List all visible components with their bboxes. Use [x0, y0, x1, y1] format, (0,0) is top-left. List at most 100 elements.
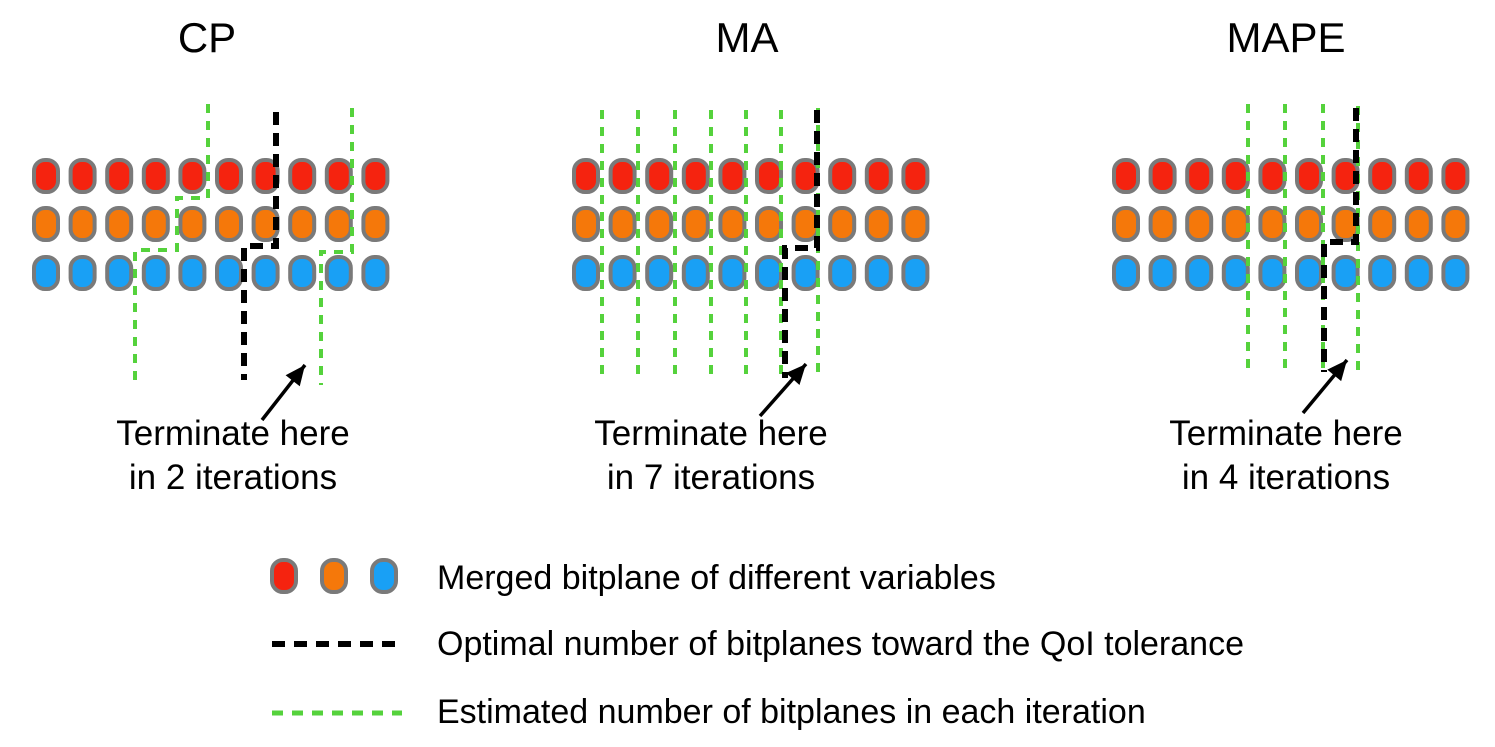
panel3-orange-bitplane-pill	[1221, 206, 1250, 242]
panel2-red-bitplane-pill	[901, 158, 930, 194]
panel2-blue-bitplane-pill	[572, 255, 600, 291]
panel2-red-bitplane-pill	[608, 158, 637, 194]
legend-merged-bitplane-label: Merged bitplane of different variables	[437, 559, 996, 597]
panel1-red-bitplane-pill	[215, 158, 243, 194]
panel2-blue-bitplane-pill	[718, 255, 747, 291]
panel3-orange-bitplane-pill	[1404, 206, 1433, 242]
panel1-orange-bitplane-pill	[32, 206, 60, 242]
panel1-red-bitplane-pill	[32, 158, 60, 194]
legend-blue-pill	[370, 558, 398, 594]
panel1-orange-bitplane-pill	[141, 206, 170, 242]
panel3-orange-bitplane-pill	[1258, 206, 1287, 242]
panel1-blue-bitplane-pill	[105, 255, 134, 291]
panel2-red-bitplane-pill	[828, 158, 857, 194]
panel3-blue-bitplane-pill	[1185, 255, 1214, 291]
panel2-blue-bitplane-pill	[864, 255, 893, 291]
panel2-orange-bitplane-pill	[901, 206, 930, 242]
ma-caption-line1: Terminate here	[594, 414, 828, 453]
panel2-red-bitplane-pill	[572, 158, 600, 194]
ma-panel-title: MA	[715, 14, 779, 61]
cp-caption: Terminate here in 2 iterations	[73, 412, 393, 500]
panel3-blue-bitplane-pill	[1295, 255, 1323, 291]
cp-optimal-line	[241, 112, 279, 380]
panel2-blue-bitplane-pill	[755, 255, 783, 291]
panel2-blue-bitplane-pill	[791, 255, 820, 291]
panel1-blue-bitplane-pill	[288, 255, 317, 291]
panel3-blue-bitplane-pill	[1148, 255, 1177, 291]
panel1-blue-bitplane-pill	[32, 255, 60, 291]
panel1-red-bitplane-pill	[324, 158, 353, 194]
panel2-orange-bitplane-pill	[828, 206, 857, 242]
panel1-blue-bitplane-pill	[215, 255, 243, 291]
panel3-red-bitplane-pill	[1258, 158, 1287, 194]
panel3-red-bitplane-pill	[1148, 158, 1177, 194]
ma-caption-line2: in 7 iterations	[606, 458, 816, 497]
ma-caption: Terminate here in 7 iterations	[551, 412, 871, 500]
mape-pointer-arrow-head	[1327, 360, 1347, 382]
panel1-orange-bitplane-pill	[178, 206, 207, 242]
panel3-blue-bitplane-pill	[1441, 255, 1470, 291]
legend-estimated-label: Estimated number of bitplanes in each it…	[437, 693, 1146, 731]
panel2-orange-bitplane-pill	[645, 206, 674, 242]
panel1-orange-bitplane-pill	[288, 206, 317, 242]
panel1-orange-bitplane-pill	[105, 206, 134, 242]
panel3-orange-bitplane-pill	[1368, 206, 1397, 242]
panel3-orange-bitplane-pill	[1148, 206, 1177, 242]
panel2-blue-bitplane-pill	[901, 255, 930, 291]
legend-red-pill	[270, 558, 298, 594]
cp-caption-line2: in 2 iterations	[128, 458, 338, 497]
panel1-blue-bitplane-pill	[68, 255, 97, 291]
cp-estimate-line-2	[319, 108, 354, 385]
legend-orange-pill	[320, 558, 348, 594]
panel2-orange-bitplane-pill	[718, 206, 747, 242]
panel1-red-bitplane-pill	[105, 158, 134, 194]
panel2-red-bitplane-pill	[864, 158, 893, 194]
panel3-blue-bitplane-pill	[1404, 255, 1433, 291]
panel1-red-bitplane-pill	[68, 158, 97, 194]
panel2-orange-bitplane-pill	[608, 206, 637, 242]
panel1-blue-bitplane-pill	[141, 255, 170, 291]
panel3-orange-bitplane-pill	[1295, 206, 1323, 242]
panel1-red-bitplane-pill	[141, 158, 170, 194]
panel1-red-bitplane-pill	[178, 158, 207, 194]
panel2-blue-bitplane-pill	[608, 255, 637, 291]
cp-caption-line1: Terminate here	[116, 414, 350, 453]
mape-optimal-line	[1321, 108, 1359, 372]
panel1-orange-bitplane-pill	[68, 206, 97, 242]
mape-panel-title: MAPE	[1226, 14, 1346, 61]
panel2-orange-bitplane-pill	[681, 206, 710, 242]
panel1-orange-bitplane-pill	[324, 206, 353, 242]
panel2-orange-bitplane-pill	[864, 206, 893, 242]
cp-estimate-line-1	[133, 104, 210, 380]
panel1-blue-bitplane-pill	[361, 255, 390, 291]
mape-caption: Terminate here in 4 iterations	[1126, 412, 1446, 500]
panel2-blue-bitplane-pill	[828, 255, 857, 291]
panel2-orange-bitplane-pill	[755, 206, 783, 242]
cp-panel-title: CP	[177, 14, 237, 61]
panel2-red-bitplane-pill	[645, 158, 674, 194]
panel1-blue-bitplane-pill	[178, 255, 207, 291]
ma-optimal-line	[782, 110, 820, 378]
panel1-blue-bitplane-pill	[251, 255, 280, 291]
panel3-red-bitplane-pill	[1404, 158, 1433, 194]
panel1-orange-bitplane-pill	[215, 206, 243, 242]
panel3-orange-bitplane-pill	[1185, 206, 1214, 242]
panel3-blue-bitplane-pill	[1221, 255, 1250, 291]
panel3-blue-bitplane-pill	[1331, 255, 1360, 291]
panel2-red-bitplane-pill	[718, 158, 747, 194]
panel3-blue-bitplane-pill	[1112, 255, 1140, 291]
panel1-blue-bitplane-pill	[324, 255, 353, 291]
panel3-red-bitplane-pill	[1368, 158, 1397, 194]
panel2-red-bitplane-pill	[755, 158, 783, 194]
panel2-blue-bitplane-pill	[645, 255, 674, 291]
panel3-red-bitplane-pill	[1441, 158, 1470, 194]
mape-caption-line2: in 4 iterations	[1181, 458, 1391, 497]
panel3-orange-bitplane-pill	[1112, 206, 1140, 242]
panel2-blue-bitplane-pill	[681, 255, 710, 291]
panel3-blue-bitplane-pill	[1368, 255, 1397, 291]
legend-optimal-label: Optimal number of bitplanes toward the Q…	[437, 625, 1244, 663]
panel2-red-bitplane-pill	[681, 158, 710, 194]
panel1-orange-bitplane-pill	[361, 206, 390, 242]
panel1-red-bitplane-pill	[361, 158, 390, 194]
